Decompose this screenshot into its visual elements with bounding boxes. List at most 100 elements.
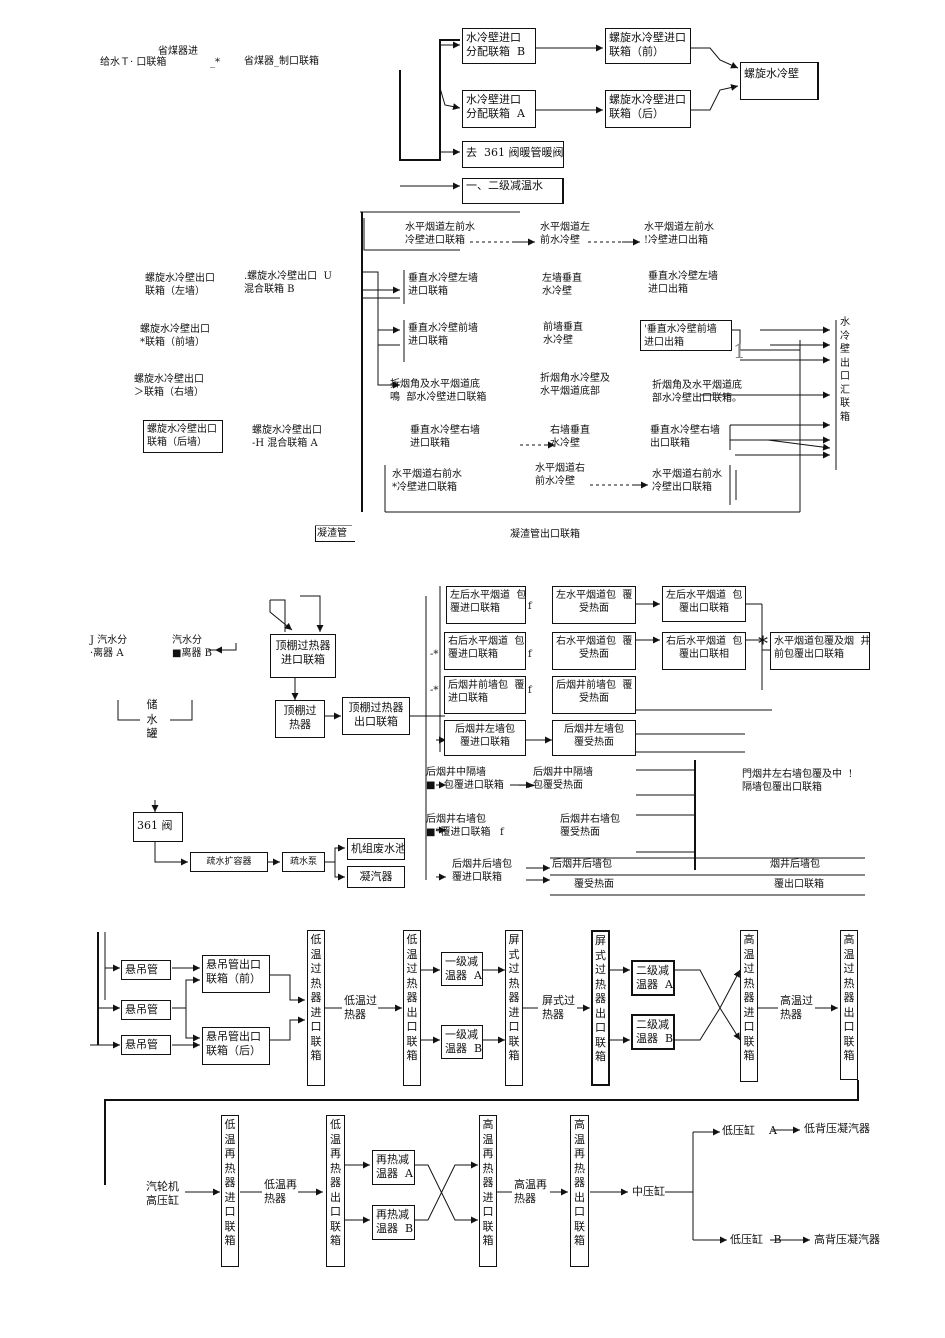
shaft-middle-surface: 后烟井中隔墙 包覆受热面 (533, 767, 593, 791)
platen-outlet-header: 屏式过热器出口联箱 (591, 930, 610, 1086)
mark-dot-2: -* (430, 685, 439, 696)
marker-one: 1 (733, 339, 746, 363)
htrh-inlet-header: 高温再热器进口联箱 (479, 1115, 497, 1267)
bent-outlet: 折烟角及水平烟道底 部水冷壁出口联箱。 (652, 380, 742, 404)
slag-tube: 凝渣管 (315, 526, 355, 542)
hanger-outlet-front: 悬吊管出口 联箱（前） (202, 955, 270, 993)
htsh-outlet-header: 高温过热器出口联箱 (840, 930, 858, 1080)
condenser: 凝汽器 (347, 866, 405, 888)
shaft-rear-surface-2: 覆受热面 (574, 879, 614, 890)
spiral-outlet-right: 螺旋水冷壁出口 ＞联箱（右墙） (134, 374, 204, 398)
water-wall-outlet-collector: 水冷壁出口汇联箱 (840, 317, 850, 423)
ltrh-inlet-header: 低温再热器进口联箱 (221, 1115, 239, 1267)
shaft-middle-arrow: —► (518, 780, 536, 791)
left-hflue-surface: 左水平烟道包 覆 受热面 (552, 586, 636, 624)
waste-water-pool: 机组废水池 (347, 838, 405, 860)
htrh-outlet-header: 高温再热器出口联箱 (570, 1115, 589, 1267)
drain-expander: 疏水扩容器 (190, 852, 268, 872)
bent-inlet: 折烟角及水平烟道底 鳴 部水冷壁进口联箱 (390, 379, 487, 403)
flag-f-3: f (528, 685, 532, 696)
hf-left-front-outlet: 水平烟道左前水 !冷壁进口出箱 (644, 222, 714, 246)
roof-superheater: 顶棚过 热器 (275, 700, 325, 738)
flag-f-1: f (528, 601, 532, 612)
desuperheater-1a: 一级减 温器 A (441, 952, 483, 986)
hf-left-front-inlet: 水平烟道左前水 冷壁进口联箱 (405, 222, 475, 246)
shaft-front-surface: 后烟井前墙包 覆 受热面 (552, 676, 636, 714)
hflue-enclosure-outlet: 水平烟道包覆及烟 井 前包覆出口联箱 (770, 632, 870, 670)
shaft-right-surface: 后烟井右墙包 覆受热面 (560, 814, 620, 838)
mark-star: * (758, 631, 768, 655)
left-vertical-wall: 左墙垂直 水冷壁 (542, 273, 582, 297)
right-vertical-wall: 右墙垂直 水冷壁 (550, 425, 590, 449)
hf-right-front-outlet: 水平烟道右前水 冷壁出口联箱 (652, 469, 722, 493)
water-wall-inlet-header-b: 水冷壁进口 分配联箱 B (462, 28, 536, 64)
ip-turbine: 中压缸 (632, 1185, 665, 1198)
slag-tube-outlet: 凝渣管出口联箱 (510, 529, 580, 540)
htrh-label: 高温再 热器 (514, 1178, 547, 1205)
shaft-rear-outlet-2: 覆出口联箱 (774, 879, 824, 890)
economizer-mark: _* (210, 57, 220, 68)
mark-dot-1: -* (430, 649, 439, 660)
mixing-header-a: 螺旋水冷壁出口 -H 混合联箱 A (252, 425, 322, 449)
hf-right-front-inlet: 水平烟道右前水 *冷壁进口联箱 (392, 469, 462, 493)
rear-left-hflue-inlet: 左后水平烟道 包 覆进口联箱 (446, 586, 526, 624)
rh-desuperheater-a: 再热减 温器 A (372, 1150, 415, 1185)
shaft-rear-outlet: 烟井后墙包 (770, 859, 820, 870)
shaft-left-surface: 后烟井左墙包 覆受热面 (552, 720, 636, 756)
bent-wall: 折烟角水冷壁及 水平烟道底部 (540, 373, 610, 397)
vertical-right-outlet: 垂直水冷壁右墙 出口联箱 (650, 425, 720, 449)
shaft-front-inlet: 后烟井前墙包 覆 进口联箱 (444, 676, 526, 714)
flag-f-2: f (528, 649, 532, 660)
htsh-label: 高温过 热器 (780, 994, 813, 1021)
vertical-right-inlet: 垂直水冷壁右墙 进口联箱 (410, 425, 480, 449)
mixing-header-b: .螺旋水冷壁出口 U 混合联箱 B (244, 271, 332, 295)
hp-turbine: 汽轮机 高压缸 (146, 1180, 179, 1207)
storage-tank: 储水罐 (146, 698, 158, 740)
shaft-rear-inlet: 后烟井后墙包 覆进口联箱 (452, 859, 512, 883)
desuperheater-2b: 二级减 温器 B (631, 1014, 675, 1050)
lp-turbine-b: 低压缸 B (730, 1233, 782, 1246)
vertical-left-outlet: 垂直水冷壁左墙 进口出箱 (648, 271, 718, 295)
hanger-tube-3: 悬吊管 (121, 1035, 171, 1055)
economizer-label-2: 给水Ｔ· 口联箱 (100, 57, 167, 68)
rear-right-hflue-outlet: 右后水平烟道 包 覆出口联相 (662, 632, 746, 670)
ltsh-outlet-header: 低温过热器出口联箱 (403, 930, 421, 1086)
shaft-rear-surface: 后烟井后墙包 (552, 859, 612, 870)
hanger-tube-2: 悬吊管 (121, 1000, 171, 1020)
shaft-right-inlet: 后烟井右墙包 ■*覆进口联箱 f (426, 814, 504, 838)
spiral-wall-inlet-rear: 螺旋水冷壁进口 联箱（后） (605, 90, 691, 128)
shaft-middle-inlet: 后烟井中隔墙 ■+包覆进口联箱 (426, 767, 504, 791)
spiral-outlet-left: 螺旋水冷壁出口 联箱（左墙） (145, 273, 215, 297)
high-bp-condenser: 高背压凝汽器 (814, 1233, 880, 1246)
rear-left-hflue-outlet: 左后水平烟道 包 覆出口联箱 (662, 586, 746, 622)
ltsh-label: 低温过 热器 (344, 994, 377, 1021)
platen-label: 屏式过 热器 (542, 994, 575, 1021)
htsh-inlet-header: 高温过热器进口联箱 (740, 930, 758, 1082)
shaft-left-inlet: 后烟井左墙包 覆进口联箱 (444, 720, 526, 756)
economizer-outlet-label: 省煤器_制口联箱 (244, 56, 319, 67)
spiral-outlet-front: 螺旋水冷壁出口 *联箱（前墙） (140, 324, 210, 348)
desuperheater-1b: 一级减 温器 B (441, 1025, 483, 1059)
ltrh-outlet-header: 低温再热器出口联箱 (326, 1115, 345, 1267)
valve-361: 361 阀 (133, 812, 183, 842)
roof-sh-inlet: 顶棚过热器 进口联箱 (270, 634, 336, 678)
hanger-tube-1: 悬吊管 (121, 960, 171, 980)
water-wall-inlet-header-a: 水冷壁进口 分配联箱 A (462, 90, 536, 128)
low-bp-condenser: 低背压凝汽器 (804, 1122, 870, 1135)
ltsh-inlet-header: 低温过热器进口联箱 (307, 930, 325, 1086)
drain-pump: 疏水泵 (282, 852, 325, 872)
desuperheat-water: 一、二级减温水 (462, 178, 564, 204)
desuperheater-2a: 二级减 温器 A (631, 960, 675, 996)
hanger-outlet-rear: 悬吊管出口 联箱（后） (202, 1027, 270, 1065)
vertical-front-outlet: '垂直水冷壁前墙 进口出箱 (640, 320, 732, 351)
spiral-water-wall: 螺旋水冷壁 (740, 62, 818, 100)
right-hflue-surface: 右水平烟道包 覆 受热面 (552, 632, 636, 670)
spiral-outlet-rear: 螺旋水冷壁出口 联箱（后墙） (143, 420, 223, 453)
to-361-valve: 去 361 阀暖管暖阀 (462, 141, 564, 168)
ltrh-label: 低温再 热器 (264, 1178, 297, 1205)
roof-sh-outlet: 顶棚过热器 出口联箱 (342, 697, 410, 735)
rh-desuperheater-b: 再热减 温器 B (372, 1205, 415, 1240)
lp-turbine-a: 低压缸 A (722, 1124, 777, 1137)
